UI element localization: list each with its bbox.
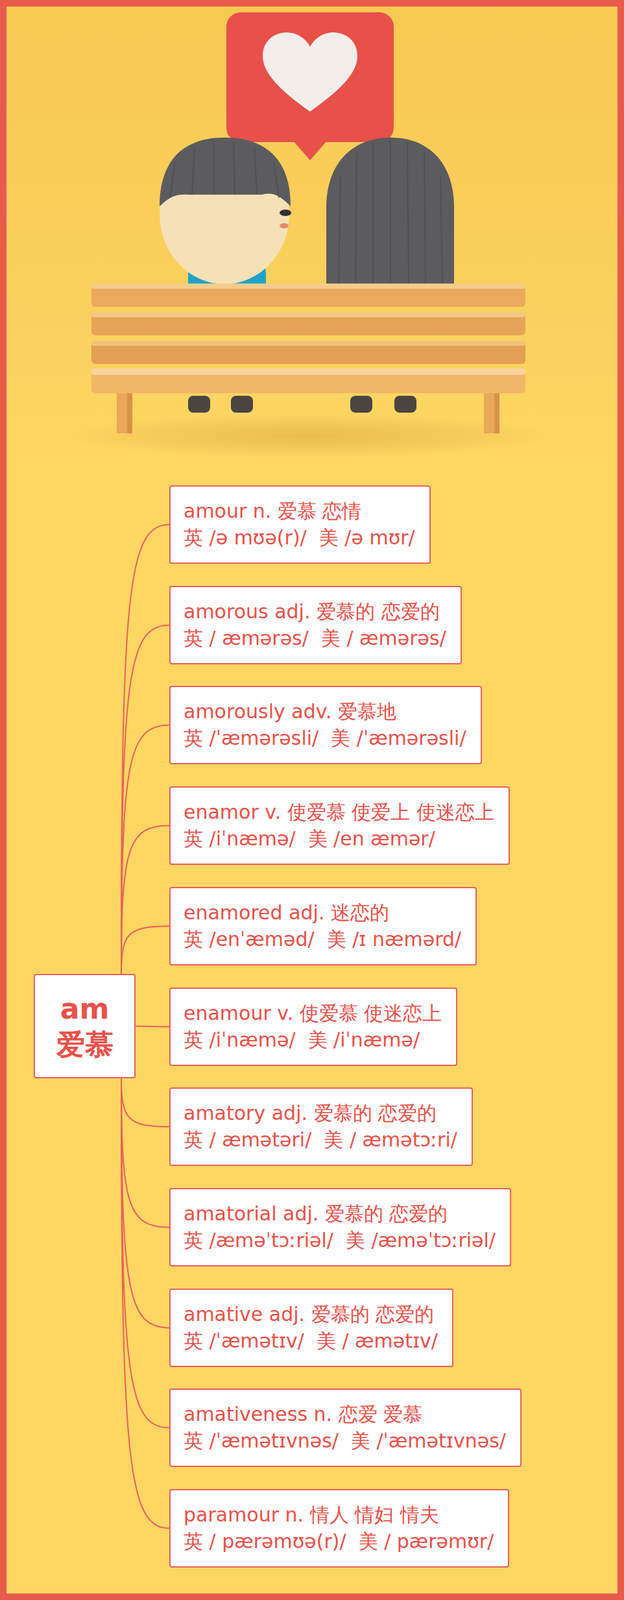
pronunciation: 英 /iˈnæmə/ 美 /en æmər/ xyxy=(183,825,495,853)
word-entry: enamor v. 使爱慕 使爱上 使迷恋上 xyxy=(183,799,495,826)
pronunciation: 英 /ˈæmətɪvnəs/ 美 /ˈæmətɪvnəs/ xyxy=(183,1427,506,1455)
root-text: am xyxy=(60,990,110,1027)
word-entry: amorous adj. 爱慕的 恋爱的 xyxy=(183,598,447,626)
word-box: amorously adv. 爱慕地英 /ˈæmərəsli/ 美 /ˈæmər… xyxy=(169,685,482,765)
pronunciation: 英 / æmətəri/ 美 / æmətɔːri/ xyxy=(183,1126,458,1154)
word-entry: amorously adv. 爱慕地 xyxy=(183,698,467,726)
word-entry: enamour v. 使爱慕 使迷恋上 xyxy=(183,1000,442,1027)
word-box: enamor v. 使爱慕 使爱上 使迷恋上英 /iˈnæmə/ 美 /en æ… xyxy=(169,786,510,865)
floor-shadow xyxy=(61,413,555,458)
pronunciation: 英 /enˈæməd/ 美 /ɪ næmərd/ xyxy=(183,926,462,953)
branch-line xyxy=(121,1078,170,1127)
branch-line xyxy=(121,1078,170,1529)
backdrop xyxy=(6,6,618,461)
branch-line xyxy=(121,524,170,975)
bench xyxy=(91,283,526,434)
pronunciation: 英 / pærəmʊə(r)/ 美 / pærəmʊr/ xyxy=(183,1528,494,1555)
pronunciation: 英 /ə mʊə(r)/ 美 /ə mʊr/ xyxy=(183,524,416,552)
branch-line xyxy=(135,1026,170,1027)
pronunciation: 英 /æməˈtɔːriəl/ 美 /æməˈtɔːriəl/ xyxy=(183,1227,496,1254)
word-entry: paramour n. 情人 情妇 情夫 xyxy=(183,1501,494,1529)
word-box: amatory adj. 爱慕的 恋爱的英 / æmətəri/ 美 / æmə… xyxy=(169,1087,473,1166)
heart-bubble xyxy=(226,12,394,161)
boy-figure xyxy=(159,137,292,299)
word-box: amatorial adj. 爱慕的 恋爱的英 /æməˈtɔːriəl/ 美 … xyxy=(169,1187,512,1267)
word-entry: amatory adj. 爱慕的 恋爱的 xyxy=(183,1100,458,1127)
word-box: amative adj. 爱慕的 恋爱的英 /ˈæmətɪv/ 美 / æmət… xyxy=(169,1288,454,1367)
branch-line xyxy=(121,1078,170,1428)
word-entry: amative adj. 爱慕的 恋爱的 xyxy=(183,1301,438,1328)
word-box: enamour v. 使爱慕 使迷恋上英 /iˈnæmə/ 美 /iˈnæmə/ xyxy=(169,987,458,1066)
root-box: am爱慕 xyxy=(33,973,136,1079)
word-entry: enamored adj. 迷恋的 xyxy=(183,899,462,927)
word-box: enamored adj. 迷恋的英 /enˈæməd/ 美 /ɪ næmərd… xyxy=(169,886,477,966)
word-box: amorous adj. 爱慕的 恋爱的英 / æmərəs/ 美 / æmər… xyxy=(169,585,462,665)
word-entry: amatorial adj. 爱慕的 恋爱的 xyxy=(183,1200,496,1228)
branch-line xyxy=(121,725,170,975)
word-entry: amour n. 爱慕 恋情 xyxy=(183,498,416,525)
pronunciation: 英 /ˈæmərəsli/ 美 /ˈæmərəsli/ xyxy=(183,725,467,752)
pronunciation: 英 / æmərəs/ 美 / æmərəs/ xyxy=(183,625,447,652)
word-box: paramour n. 情人 情妇 情夫英 / pærəmʊə(r)/ 美 / … xyxy=(169,1488,510,1568)
pronunciation: 英 /iˈnæmə/ 美 /iˈnæmə/ xyxy=(183,1026,442,1054)
girl-figure xyxy=(326,137,455,299)
branch-line xyxy=(121,1078,170,1328)
pronunciation: 英 /ˈæmətɪv/ 美 / æmətɪv/ xyxy=(183,1327,438,1355)
branch-line xyxy=(121,926,170,975)
branch-line xyxy=(121,1078,170,1228)
word-box: amour n. 爱慕 恋情英 /ə mʊə(r)/ 美 /ə mʊr/ xyxy=(169,485,431,564)
branch-line xyxy=(121,825,170,975)
word-entry: amativeness n. 恋爱 爱慕 xyxy=(183,1401,506,1428)
root-text: 爱慕 xyxy=(56,1026,114,1062)
branch-line xyxy=(121,625,170,975)
couple-illustration xyxy=(0,0,624,468)
word-box: amativeness n. 恋爱 爱慕英 /ˈæmətɪvnəs/ 美 /ˈæ… xyxy=(169,1388,522,1467)
